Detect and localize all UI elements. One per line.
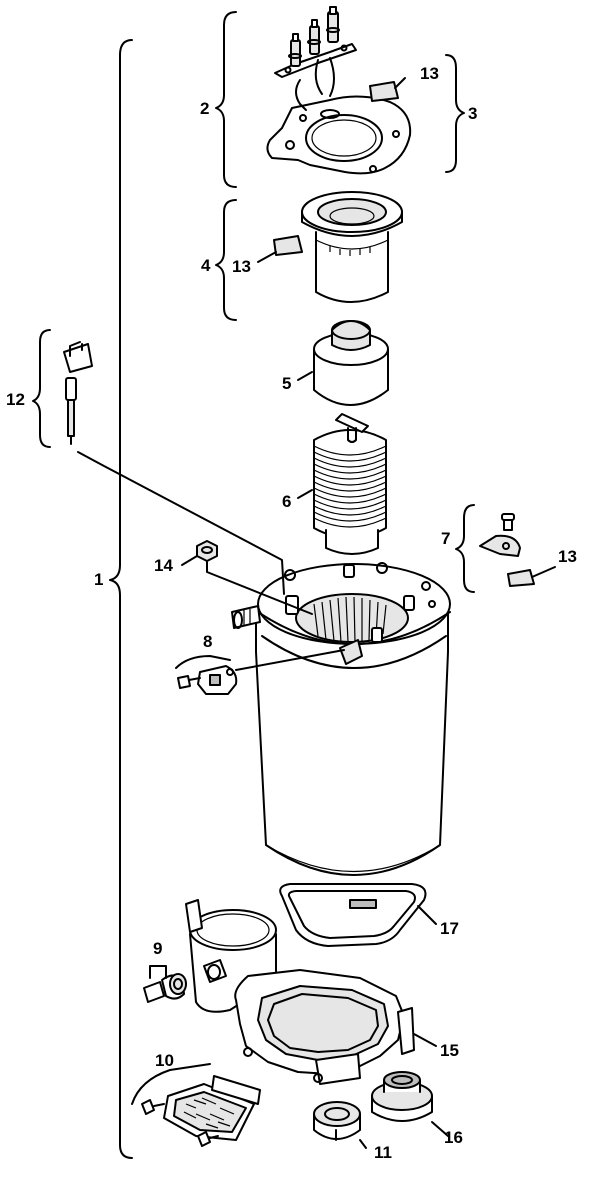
seal-ring xyxy=(371,1071,433,1122)
leader-5 xyxy=(297,371,313,381)
callout-15: 15 xyxy=(440,1041,459,1060)
callout-4: 4 xyxy=(201,256,211,275)
callout-3: 3 xyxy=(468,104,478,123)
gasket-13-right xyxy=(507,569,535,587)
leader-10 xyxy=(131,1063,211,1105)
bracket-3 xyxy=(445,54,465,173)
exchanger-cup xyxy=(313,320,389,406)
leader-9 xyxy=(149,965,167,979)
leader-17 xyxy=(417,905,437,925)
gasket-13-top xyxy=(369,81,399,102)
callout-13b: 13 xyxy=(232,257,251,276)
bracket-2 xyxy=(215,11,237,188)
finned-core xyxy=(313,413,387,555)
temperature-sensor xyxy=(63,341,93,445)
callout-5: 5 xyxy=(282,374,292,393)
base-gasket xyxy=(279,883,427,947)
callout-10: 10 xyxy=(155,1051,174,1070)
leader-12 xyxy=(77,451,285,595)
leader-14 xyxy=(181,555,198,566)
callout-14: 14 xyxy=(154,556,173,575)
leader-11b xyxy=(359,1139,367,1149)
leader-15 xyxy=(413,1033,437,1047)
callout-16: 16 xyxy=(444,1128,463,1147)
tank-body xyxy=(231,562,451,876)
leader-8-to-tank xyxy=(235,649,345,671)
leader-13-right xyxy=(531,566,556,578)
drain-fitting xyxy=(143,973,187,1003)
bracket-7 xyxy=(455,504,475,593)
switch-assembly xyxy=(177,665,238,695)
pilot-assembly xyxy=(274,6,357,111)
callout-6: 6 xyxy=(282,492,292,511)
base-housing xyxy=(185,899,415,1085)
callout-2: 2 xyxy=(200,99,210,118)
burner-plate xyxy=(266,95,412,175)
leader-8 xyxy=(175,655,231,669)
leader-14-to-tank xyxy=(206,561,313,615)
callout-13c: 13 xyxy=(558,547,577,566)
leader-13-top xyxy=(394,77,406,89)
retaining-bracket xyxy=(479,513,521,557)
combustion-liner xyxy=(301,191,403,303)
bracket-12 xyxy=(32,329,51,448)
callout-17: 17 xyxy=(440,919,459,938)
leader-13-mid xyxy=(257,251,277,263)
gasket-13-mid xyxy=(273,235,303,256)
callout-12: 12 xyxy=(6,390,25,409)
callout-9: 9 xyxy=(153,939,163,958)
callout-1: 1 xyxy=(94,570,104,589)
bracket-1 xyxy=(109,39,133,1159)
callout-13a: 13 xyxy=(420,64,439,83)
nut xyxy=(196,540,218,562)
callout-7: 7 xyxy=(441,529,451,548)
leader-16 xyxy=(431,1121,449,1137)
leader-6 xyxy=(297,489,313,499)
access-cover xyxy=(141,1075,261,1147)
callout-8: 8 xyxy=(203,632,213,651)
callout-11: 11 xyxy=(374,1143,392,1162)
bracket-4 xyxy=(215,199,237,321)
grommet xyxy=(313,1101,361,1140)
